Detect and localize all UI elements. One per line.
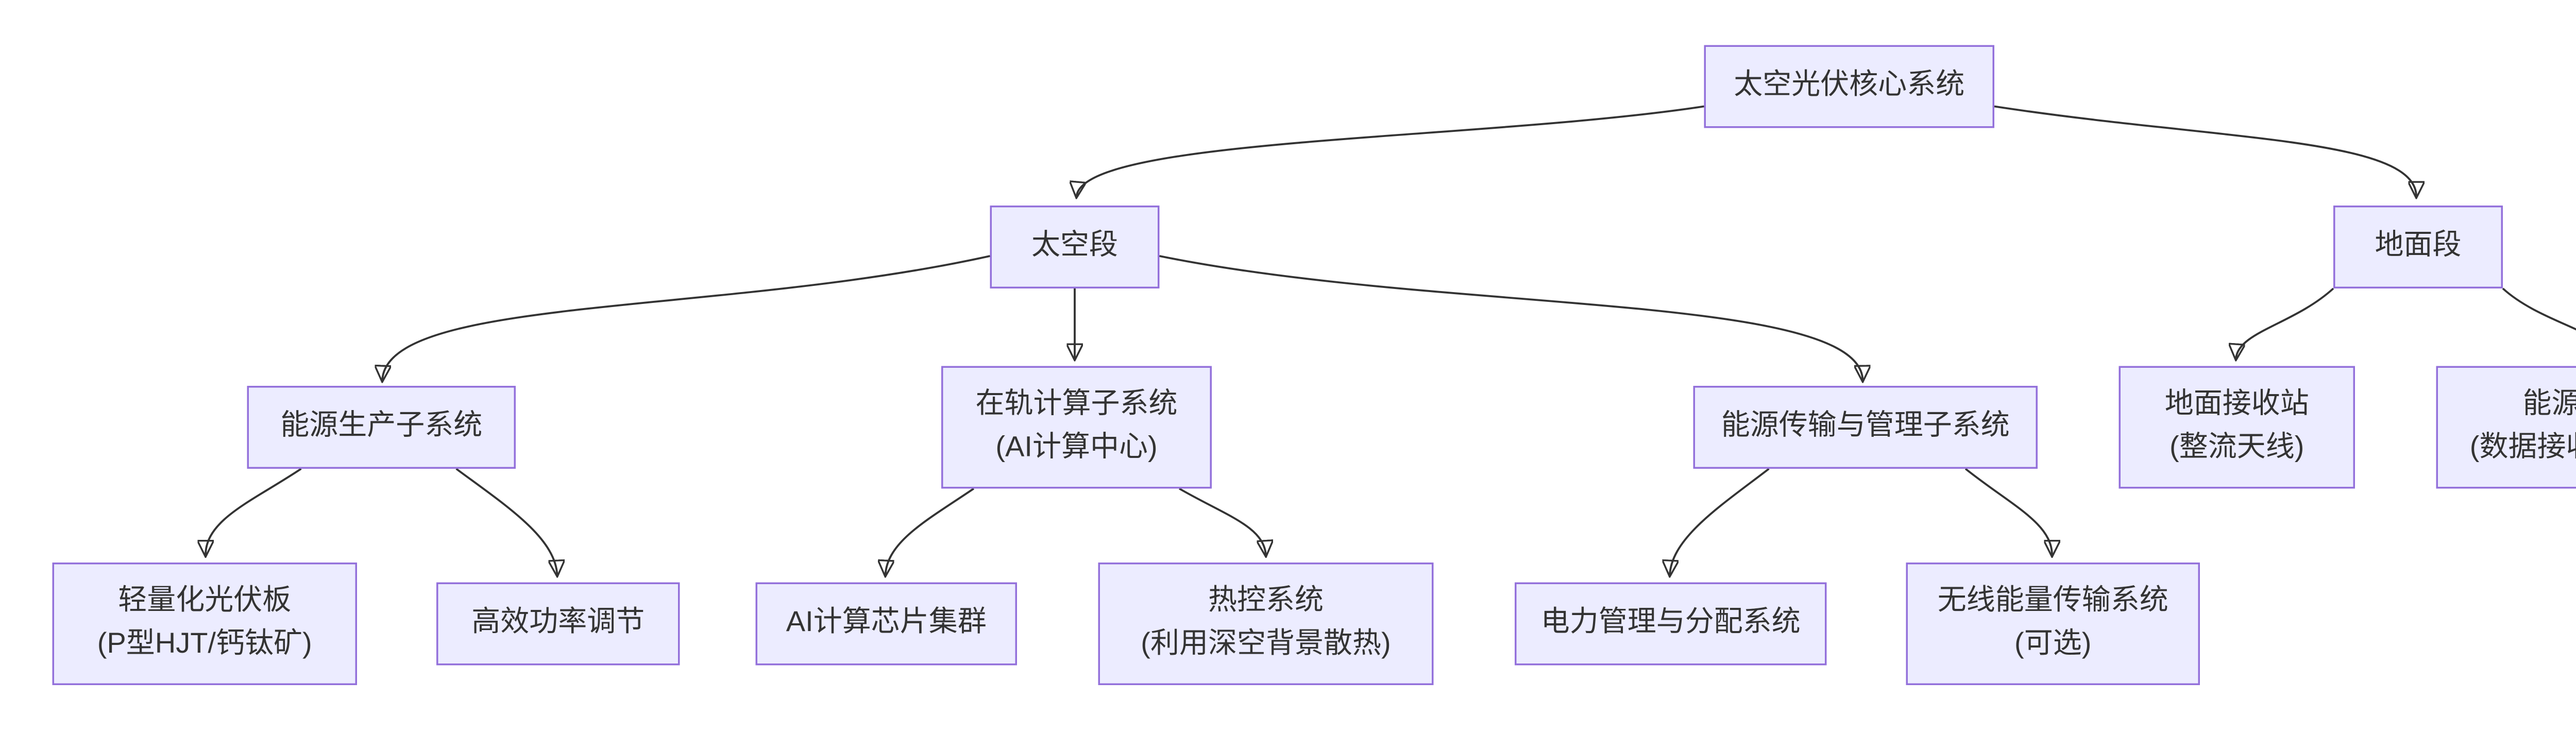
node-ground-station-sub: (整流天线) xyxy=(2170,428,2304,471)
edge-energyprod-pvpanel xyxy=(206,469,301,555)
node-thermal-control-sub: (利用深空背景散热) xyxy=(1141,624,1391,667)
node-power-regulation-label: 高效功率调节 xyxy=(471,602,645,645)
node-orbital-computing-sub: (AI计算中心) xyxy=(995,428,1157,471)
node-power-management: 电力管理与分配系统 xyxy=(1515,583,1827,666)
edge-energyprod-powerreg xyxy=(456,469,557,575)
node-space-segment: 太空段 xyxy=(990,206,1160,288)
node-ai-chip-cluster: AI计算芯片集群 xyxy=(756,583,1018,666)
node-ai-chip-cluster-label: AI计算芯片集群 xyxy=(786,602,987,645)
node-power-management-label: 电力管理与分配系统 xyxy=(1541,602,1801,645)
node-energy-transmission: 能源传输与管理子系统 xyxy=(1693,386,2038,469)
edge-orbital-thermal xyxy=(1179,489,1266,556)
node-energy-production-label: 能源生产子系统 xyxy=(280,406,482,449)
node-ground-station: 地面接收站 (整流天线) xyxy=(2119,366,2355,489)
node-wireless-transfer: 无线能量传输系统 (可选) xyxy=(1906,563,2200,685)
node-ground-segment: 地面段 xyxy=(2333,206,2503,288)
node-energy-control: 能源调控中心 (数据接收与指令上行) xyxy=(2436,366,2576,489)
node-pv-panel-sub: (P型HJT/钙钛矿) xyxy=(97,624,312,667)
edge-ground-station xyxy=(2236,288,2333,359)
edge-orbital-aichips xyxy=(886,489,974,575)
node-orbital-computing: 在轨计算子系统 (AI计算中心) xyxy=(941,366,1212,489)
node-wireless-transfer-sub: (可选) xyxy=(2014,624,2091,667)
node-wireless-transfer-label: 无线能量传输系统 xyxy=(1938,581,2168,624)
node-energy-transmission-label: 能源传输与管理子系统 xyxy=(1721,406,2010,449)
edge-root-space xyxy=(1077,107,1704,197)
edge-ground-control xyxy=(2503,288,2576,359)
node-power-regulation: 高效功率调节 xyxy=(436,583,680,666)
node-root-label: 太空光伏核心系统 xyxy=(1734,65,1964,108)
node-thermal-control: 热控系统 (利用深空背景散热) xyxy=(1098,563,1434,685)
edge-energytrans-wireless xyxy=(1965,469,2052,555)
node-orbital-computing-label: 在轨计算子系统 xyxy=(975,384,1177,428)
node-pv-panel-label: 轻量化光伏板 xyxy=(118,581,291,624)
edge-root-ground xyxy=(1994,107,2416,197)
node-root: 太空光伏核心系统 xyxy=(1704,45,1995,128)
node-energy-production: 能源生产子系统 xyxy=(247,386,516,469)
node-thermal-control-label: 热控系统 xyxy=(1208,581,1324,624)
node-space-segment-label: 太空段 xyxy=(1031,226,1118,269)
edge-space-energyprod xyxy=(382,256,990,381)
edge-space-energytrans xyxy=(1160,256,1863,381)
node-energy-control-label: 能源调控中心 xyxy=(2522,384,2576,428)
edge-energytrans-powermgmt xyxy=(1670,469,1769,575)
node-ground-station-label: 地面接收站 xyxy=(2165,384,2309,428)
node-energy-control-sub: (数据接收与指令上行) xyxy=(2470,428,2576,471)
node-ground-segment-label: 地面段 xyxy=(2375,226,2461,269)
node-pv-panel: 轻量化光伏板 (P型HJT/钙钛矿) xyxy=(53,563,358,685)
